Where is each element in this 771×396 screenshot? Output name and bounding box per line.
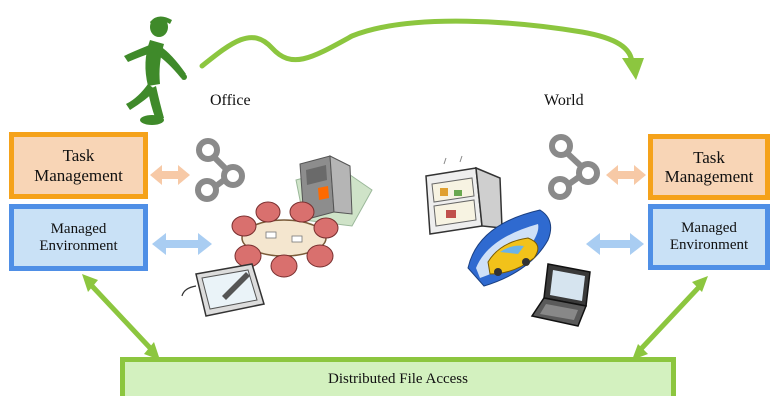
left-task-line1: Task <box>62 146 95 166</box>
left-env-line2: Environment <box>39 237 118 254</box>
right-env-line1: Managed <box>681 220 737 237</box>
right-task-line1: Task <box>693 147 725 167</box>
left-task-line2: Management <box>34 165 123 185</box>
meeting-table-icon <box>231 201 339 278</box>
task-link-arrow-right <box>606 165 646 185</box>
right-managed-environment-box[interactable]: Managed Environment <box>648 204 770 270</box>
world-label: World <box>544 92 584 109</box>
file-access-arrow-right <box>632 276 708 360</box>
right-env-line2: Environment <box>669 237 749 253</box>
network-nodes-icon <box>195 138 245 202</box>
laptop-icon <box>530 263 591 327</box>
left-env-line1: Managed <box>50 220 107 237</box>
car-icon <box>467 209 552 287</box>
network-nodes-icon-right <box>548 134 600 200</box>
distributed-file-access-label: Distributed File Access <box>328 370 468 387</box>
right-task-management-box[interactable]: Task Management <box>648 134 770 200</box>
right-task-line2: Management <box>664 167 754 186</box>
office-label: Office <box>210 92 251 109</box>
curved-arrow-icon <box>199 18 635 69</box>
left-managed-environment-box[interactable]: Managed Environment <box>9 204 148 271</box>
left-task-management-box[interactable]: Task Management <box>9 132 148 199</box>
walking-person-icon <box>124 16 187 125</box>
task-link-arrow-left <box>150 165 190 185</box>
distributed-file-access-bar[interactable]: Distributed File Access <box>120 357 676 396</box>
file-access-arrow-left <box>82 274 160 360</box>
tablet-pen-icon <box>181 263 265 317</box>
env-link-arrow-right <box>586 233 644 255</box>
refrigerator-icon <box>425 155 503 235</box>
env-link-arrow-left <box>152 233 212 255</box>
